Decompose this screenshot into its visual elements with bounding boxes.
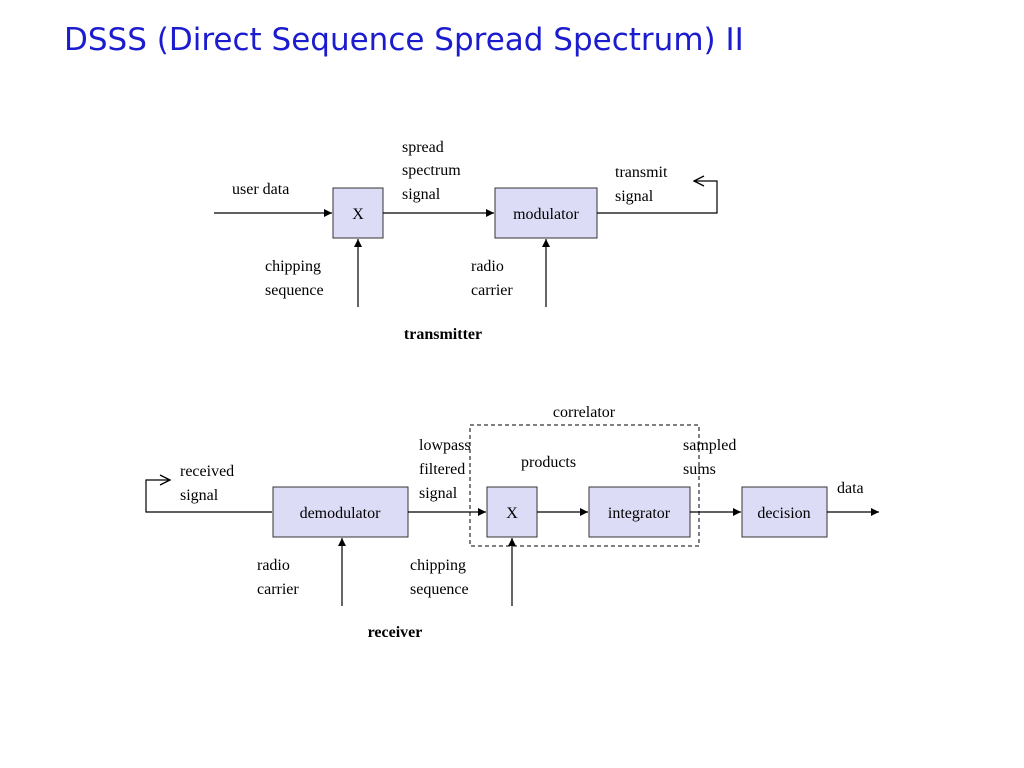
received-signal-arrow xyxy=(145,480,272,513)
transmitter-multiplier-label: X xyxy=(352,206,364,223)
tx-radio-carrier-label-2: carrier xyxy=(471,282,513,299)
transmitter-multiplier-box xyxy=(332,187,384,239)
tx-chipping-label-1: chipping xyxy=(265,258,321,275)
rx-radio-carrier-label-2: carrier xyxy=(257,581,299,598)
spread-signal-label-3: signal xyxy=(402,186,441,203)
decision-box xyxy=(741,486,828,538)
lowpass-label-3: signal xyxy=(419,485,458,502)
transmitter-caption: transmitter xyxy=(404,326,482,343)
spread-signal-label-2: spectrum xyxy=(402,162,461,179)
integrator-box xyxy=(588,486,691,538)
correlator-region xyxy=(469,424,700,547)
modulator-label: modulator xyxy=(513,206,579,223)
rx-chipping-label-2: sequence xyxy=(410,581,469,598)
spread-signal-label-1: spread xyxy=(402,139,444,156)
user-data-label: user data xyxy=(232,181,289,198)
demodulator-label: demodulator xyxy=(300,505,382,522)
tx-radio-carrier-label-1: radio xyxy=(471,258,504,275)
integrator-label: integrator xyxy=(608,505,671,522)
page-title: DSSS (Direct Sequence Spread Spectrum) I… xyxy=(64,22,744,58)
received-signal-label-2: signal xyxy=(180,487,219,504)
products-label: products xyxy=(521,454,576,471)
demodulator-box xyxy=(272,486,409,538)
receiver-section: received signal demodulator radio carrie… xyxy=(145,404,879,641)
receiver-caption: receiver xyxy=(368,624,423,641)
lowpass-label-2: filtered xyxy=(419,461,465,478)
sampled-sums-label-2: sums xyxy=(683,461,716,478)
transmit-signal-label-1: transmit xyxy=(615,164,668,181)
lowpass-label-1: lowpass xyxy=(419,437,471,454)
decision-label: decision xyxy=(757,505,810,522)
transmit-signal-arrow xyxy=(597,181,718,214)
data-output-label: data xyxy=(837,480,864,497)
correlator-label: correlator xyxy=(553,404,616,421)
transmit-signal-label-2: signal xyxy=(615,188,654,205)
rx-radio-carrier-label-1: radio xyxy=(257,557,290,574)
rx-chipping-label-1: chipping xyxy=(410,557,466,574)
transmitter-section: user data X chipping sequence spread spe… xyxy=(214,139,718,343)
sampled-sums-label-1: sampled xyxy=(683,437,736,454)
received-signal-label-1: received xyxy=(180,463,234,480)
tx-chipping-label-2: sequence xyxy=(265,282,324,299)
receiver-multiplier-label: X xyxy=(506,505,518,522)
